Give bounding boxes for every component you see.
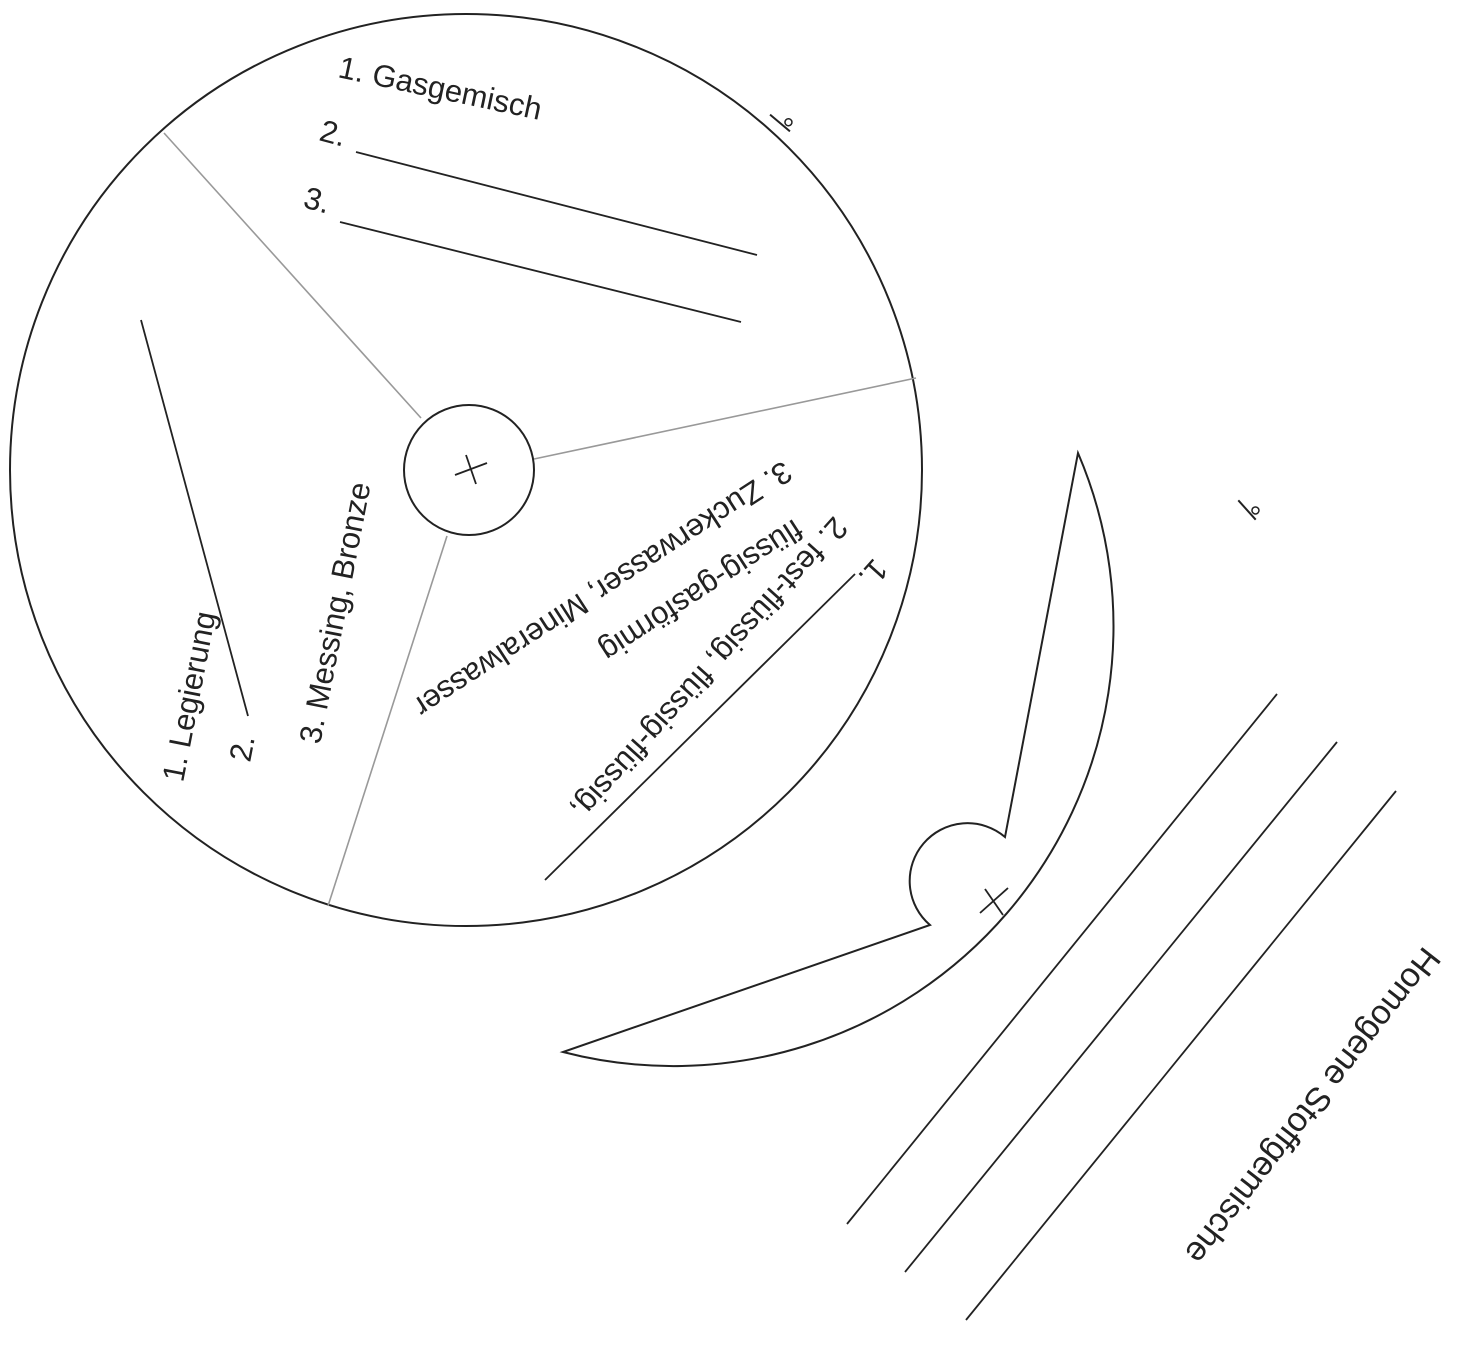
divider-upper-left <box>163 132 422 419</box>
gas-answer-line-2 <box>355 151 758 256</box>
alloy-line-3: 3. Messing, Bronze <box>293 479 378 746</box>
bottom-wheel-outline <box>559 449 1115 1068</box>
section-alloy: 1. Legierung 2. 3. Messing, Bronze <box>140 319 378 784</box>
bottom-title: Homogene Stoffgemische <box>1177 940 1447 1271</box>
center-cross-icon <box>454 454 488 485</box>
gas-answer-line-3 <box>339 221 742 323</box>
liquid-answer-line-1 <box>544 573 856 881</box>
liquid-line-1-number: 1. <box>851 552 894 595</box>
divider-lower <box>327 535 448 907</box>
bottom-answer-line-1 <box>846 693 1278 1225</box>
top-wheel: 1. Gasgemisch 2. 3. 1. Legierung 2. 3. M… <box>9 13 923 927</box>
bottom-answer-line-3 <box>965 790 1397 1321</box>
gas-line-1: 1. Gasgemisch <box>336 50 546 127</box>
center-cross-icon <box>979 887 1009 916</box>
top-wheel-outline <box>9 13 923 927</box>
alloy-line-1: 1. Legierung <box>156 608 223 784</box>
section-gas: 1. Gasgemisch 2. 3. <box>300 50 758 323</box>
gas-line-2-number: 2. <box>316 113 350 154</box>
bottom-answer-line-2 <box>904 741 1338 1273</box>
divider-right <box>533 377 917 460</box>
scissors-icon <box>769 113 793 133</box>
scissors-icon <box>1237 499 1260 521</box>
liquid-line-2a: 2. fest-flüssig, flüssig-flüssig, <box>565 510 855 827</box>
alloy-line-2-number: 2. <box>223 732 262 764</box>
alloy-answer-line-2 <box>140 319 249 717</box>
gas-line-3-number: 3. <box>300 180 334 221</box>
